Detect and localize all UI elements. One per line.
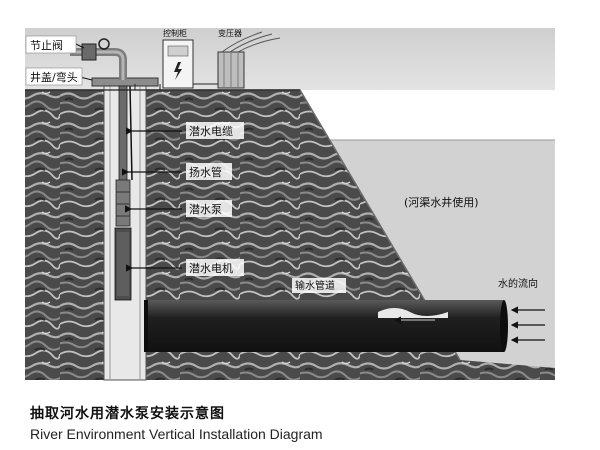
label-flow-direction: 水的流向 bbox=[498, 277, 538, 290]
label-transformer: 变压器 bbox=[218, 28, 242, 38]
pointer-valve bbox=[75, 43, 85, 49]
electric-bolt-icon bbox=[174, 62, 182, 80]
valve-wheel-icon bbox=[98, 38, 110, 50]
label-control-cabinet: 控制柜 bbox=[163, 28, 187, 38]
label-motor: 潜水电机 bbox=[189, 261, 233, 275]
check-valve bbox=[81, 43, 97, 61]
inlet-pipe bbox=[146, 300, 504, 352]
label-inlet-pipe: 输水管道 bbox=[295, 279, 335, 292]
caption-title-en: River Environment Vertical Installation … bbox=[30, 426, 323, 442]
label-well-cover: 井盖/弯头 bbox=[30, 70, 78, 84]
power-lines bbox=[221, 31, 281, 53]
caption-title-cn: 抽取河水用潜水泵安装示意图 bbox=[30, 406, 225, 422]
label-check-valve: 节止阀 bbox=[30, 38, 63, 52]
installation-diagram: 节止阀 井盖/弯头 控制柜 变压器 潜水电缆 扬水管 潜水泵 潜水电机 输水管道… bbox=[25, 28, 555, 381]
label-cable: 潜水电缆 bbox=[189, 124, 233, 138]
water-in-pipe bbox=[378, 308, 448, 318]
label-riser-pipe: 扬水管 bbox=[189, 165, 222, 179]
submersible-pump bbox=[115, 179, 131, 227]
label-pump: 潜水泵 bbox=[189, 202, 222, 216]
label-usage-note: (河渠水井使用) bbox=[404, 195, 479, 209]
